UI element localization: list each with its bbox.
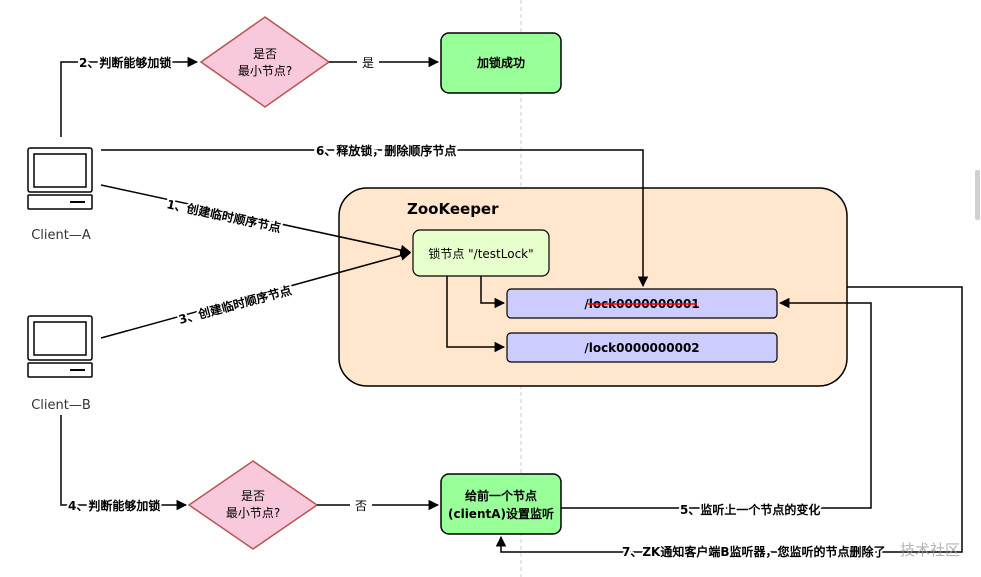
edge-4-label: 4、判断能够加锁: [68, 498, 160, 513]
set-watch-line2: (clientA)设置监听: [448, 506, 554, 521]
lock-node-label: 锁节点 "/testLock": [428, 246, 533, 261]
bottom-decision-line2: 最小节点?: [226, 506, 280, 520]
scrollbar-thumb[interactable]: [975, 170, 980, 220]
edge-4-path: [60, 415, 188, 511]
top-decision-diamond[interactable]: [199, 16, 331, 108]
set-watch-box[interactable]: [440, 473, 562, 535]
lock-success-box[interactable]: [440, 32, 562, 94]
yes-label: 是: [362, 56, 374, 70]
edge-3-label: 3、创建临时顺序节点: [177, 282, 293, 327]
client-b-label: Client—B: [31, 398, 91, 413]
edge-6-path: [101, 149, 649, 288]
edge-7-path: [495, 286, 963, 553]
no-label: 否: [355, 499, 367, 513]
seq-node-2-label: /lock0000000002: [584, 341, 699, 355]
edge-5-path: [561, 297, 872, 509]
client-b-computer-icon[interactable]: [27, 315, 93, 378]
yes-label-bg: [357, 53, 379, 71]
top-decision-line1: 是否: [253, 47, 277, 61]
edge-3-path: [100, 250, 412, 339]
seq-node-2[interactable]: [506, 332, 778, 363]
bottom-decision-line1: 是否: [241, 489, 265, 503]
bottom-decision-diamond[interactable]: [187, 460, 319, 550]
edge-6-label: 6、释放锁，删除顺序节点: [316, 143, 456, 158]
set-watch-line1: 给前一个节点: [465, 488, 537, 503]
lock-to-node2-connector: [446, 276, 506, 353]
edge-5-label: 5、监听上一个节点的变化: [680, 502, 820, 517]
edge-2-path: [60, 56, 199, 137]
client-a-label: Client—A: [31, 228, 91, 243]
edge-1-label: 1、创建临时顺序节点: [165, 196, 282, 235]
lock-success-label: 加锁成功: [476, 55, 525, 70]
no-label-bg: [350, 496, 372, 514]
zookeeper-title: ZooKeeper: [407, 200, 499, 218]
watermark: 技术社区: [900, 541, 960, 559]
edge-1-path: [100, 184, 412, 256]
edge-7-label: 7、ZK通知客户端B监听器，您监听的节点删除了: [622, 544, 886, 559]
lock-to-node1-connector: [480, 276, 506, 309]
client-a-computer-icon[interactable]: [27, 147, 93, 210]
top-decision-line2: 最小节点?: [238, 64, 292, 78]
edge-2-label: 2、判断能够加锁: [79, 55, 171, 70]
